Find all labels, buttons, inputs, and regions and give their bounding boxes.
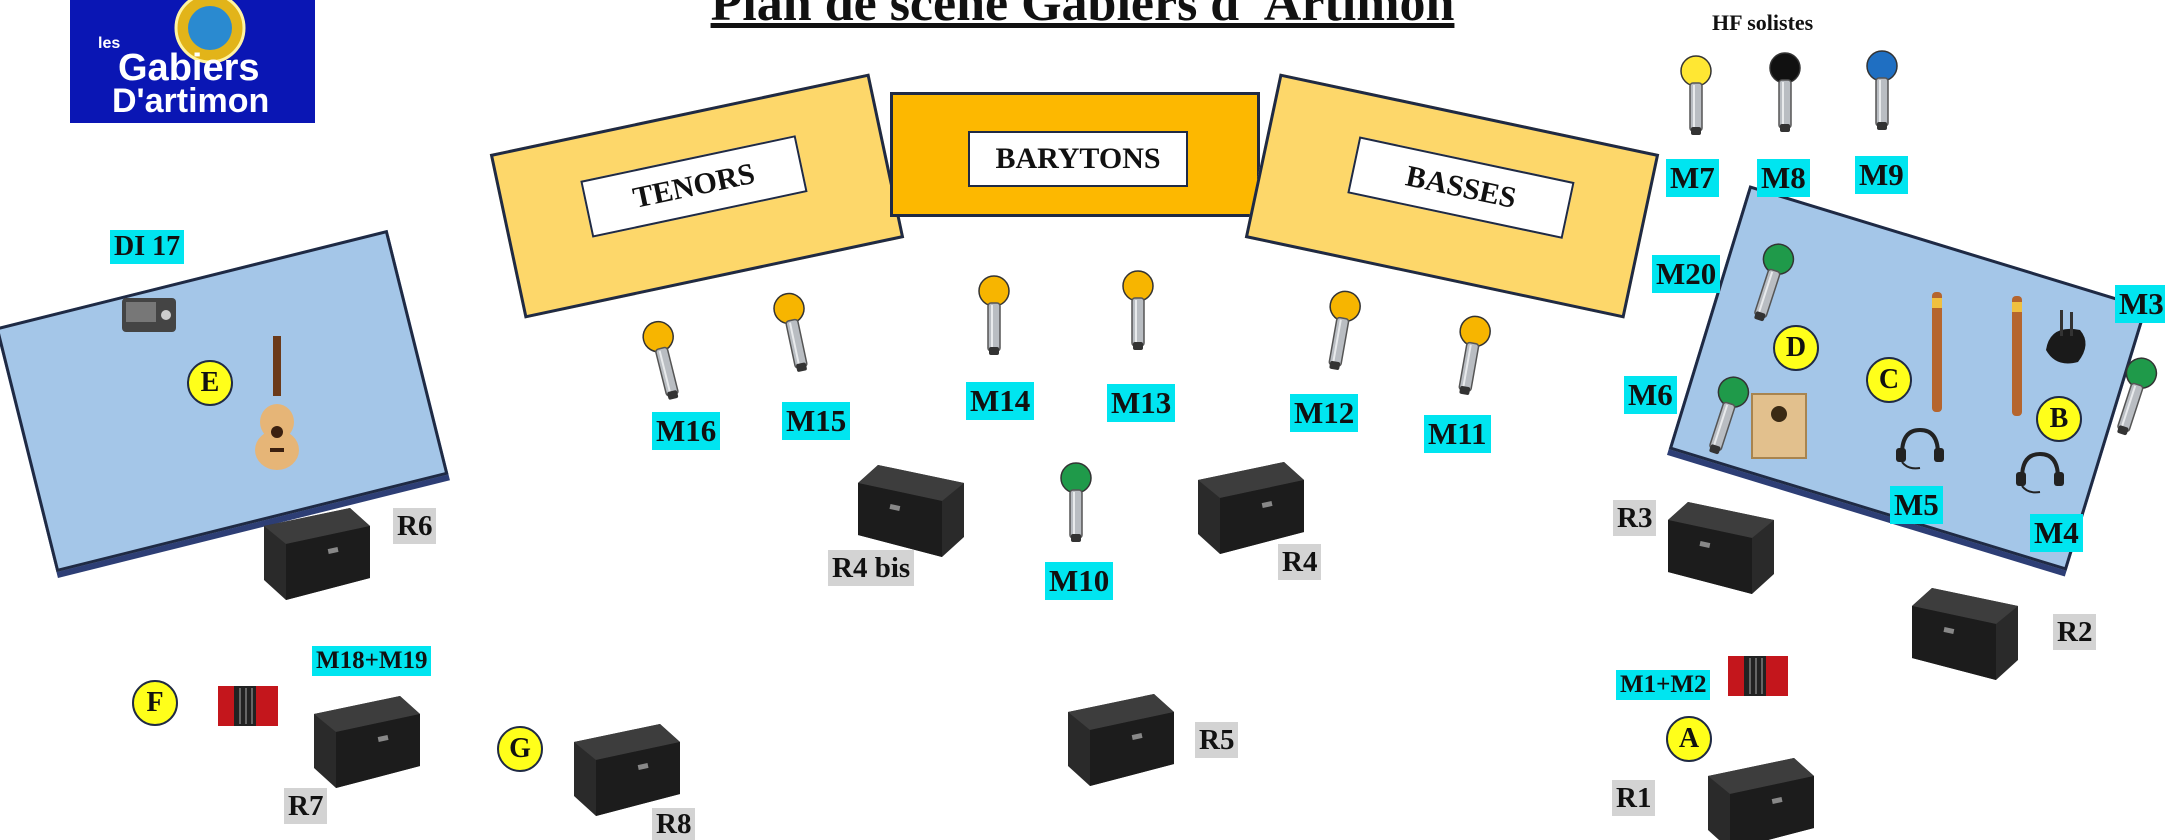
headset-icon — [1896, 427, 1944, 470]
accordion-icon — [218, 686, 278, 726]
monitor-label-r7: R7 — [284, 788, 328, 824]
mic-icon — [1457, 315, 1491, 397]
di-box-icon — [122, 298, 176, 332]
monitor-label-r6: R6 — [393, 508, 437, 544]
monitor-label-r2: R2 — [2053, 614, 2097, 650]
logo-text-les: les — [98, 35, 120, 52]
mic-icon — [1769, 52, 1801, 133]
mic-icon — [1122, 270, 1154, 351]
zone-d-marker: D — [1773, 325, 1819, 371]
zone-a-marker: A — [1666, 716, 1712, 762]
speaker-icon — [1912, 588, 2018, 680]
section-barytons-label: BARYTONS — [968, 131, 1188, 187]
zone-e-marker: E — [187, 360, 233, 406]
speaker-icon — [1068, 694, 1174, 786]
zone-c-marker: C — [1866, 357, 1912, 403]
speaker-icon — [574, 724, 680, 816]
mic-label-m13: M13 — [1107, 384, 1176, 422]
zone-b-marker: B — [2036, 396, 2082, 442]
mic-label-m4: M4 — [2030, 514, 2083, 552]
speaker-icon — [1668, 502, 1774, 594]
mic-label-m14: M14 — [966, 382, 1035, 420]
section-basses: BASSES — [1244, 73, 1660, 319]
speaker-icon — [264, 508, 370, 600]
mic-icon — [642, 320, 681, 402]
mic-icon — [1866, 50, 1898, 131]
mic-label-m10: M10 — [1045, 562, 1114, 600]
guitar-icon — [255, 336, 299, 470]
page-title: Plan de scène Gabiers d' Artimon — [710, 0, 1455, 32]
flute-icon — [1932, 292, 1942, 412]
mic-icon — [1680, 55, 1712, 136]
mic-icon — [1060, 462, 1092, 543]
mic-icon — [978, 275, 1010, 356]
mic-icon — [773, 292, 809, 374]
headset-icon — [2016, 451, 2064, 494]
di-label: DI 17 — [110, 230, 185, 264]
mic-label-m1-m2: M1+M2 — [1616, 670, 1711, 700]
mic-label-m15: M15 — [782, 402, 851, 440]
monitor-label-r5: R5 — [1195, 722, 1239, 758]
speaker-icon — [1198, 462, 1304, 554]
logo: les Gabiers D'artimon — [70, 0, 315, 123]
zone-g-marker: G — [497, 726, 543, 772]
section-tenors: TENORS — [489, 73, 905, 319]
monitor-label-r3: R3 — [1613, 500, 1657, 536]
monitor-label-r4bis: R4 bis — [828, 550, 915, 586]
mic-label-m6: M6 — [1624, 376, 1677, 414]
logo-emblem: les Gabiers D'artimon — [98, 0, 269, 120]
mic-label-m18-m19: M18+M19 — [312, 646, 432, 676]
mic-label-m7: M7 — [1666, 159, 1719, 197]
logo-text-gabiers: Gabiers — [118, 47, 260, 89]
mic-label-m8: M8 — [1757, 159, 1810, 197]
speaker-icon — [314, 696, 420, 788]
mic-label-m12: M12 — [1290, 394, 1359, 432]
mic-label-m5: M5 — [1890, 486, 1943, 524]
section-tenors-label: TENORS — [580, 135, 808, 238]
flute-icon — [2012, 296, 2022, 416]
zone-f-marker: F — [132, 680, 178, 726]
mic-label-m11: M11 — [1424, 415, 1491, 453]
speaker-icon — [1708, 758, 1814, 840]
hf-title: HF solistes — [1712, 10, 1814, 35]
mic-label-m3: M3 — [2115, 285, 2165, 323]
mic-label-m16: M16 — [652, 412, 721, 450]
monitor-label-r1: R1 — [1612, 780, 1656, 816]
monitor-label-r8: R8 — [652, 808, 696, 840]
speaker-icon — [858, 465, 964, 557]
mic-label-m20: M20 — [1652, 255, 1721, 293]
logo-text-dartimon: D'artimon — [112, 82, 269, 120]
section-basses-label: BASSES — [1347, 136, 1575, 239]
mic-icon — [1327, 290, 1361, 372]
accordion-icon — [1728, 656, 1788, 696]
section-barytons: BARYTONS — [890, 92, 1260, 217]
monitor-label-r4: R4 — [1278, 544, 1322, 580]
mic-icon — [1707, 376, 1750, 456]
mic-icon — [1752, 243, 1795, 323]
mic-label-m9: M9 — [1855, 156, 1908, 194]
mic-icon — [2115, 357, 2158, 437]
bagpipe-icon — [2046, 310, 2086, 364]
cajon-icon — [1751, 393, 1807, 459]
